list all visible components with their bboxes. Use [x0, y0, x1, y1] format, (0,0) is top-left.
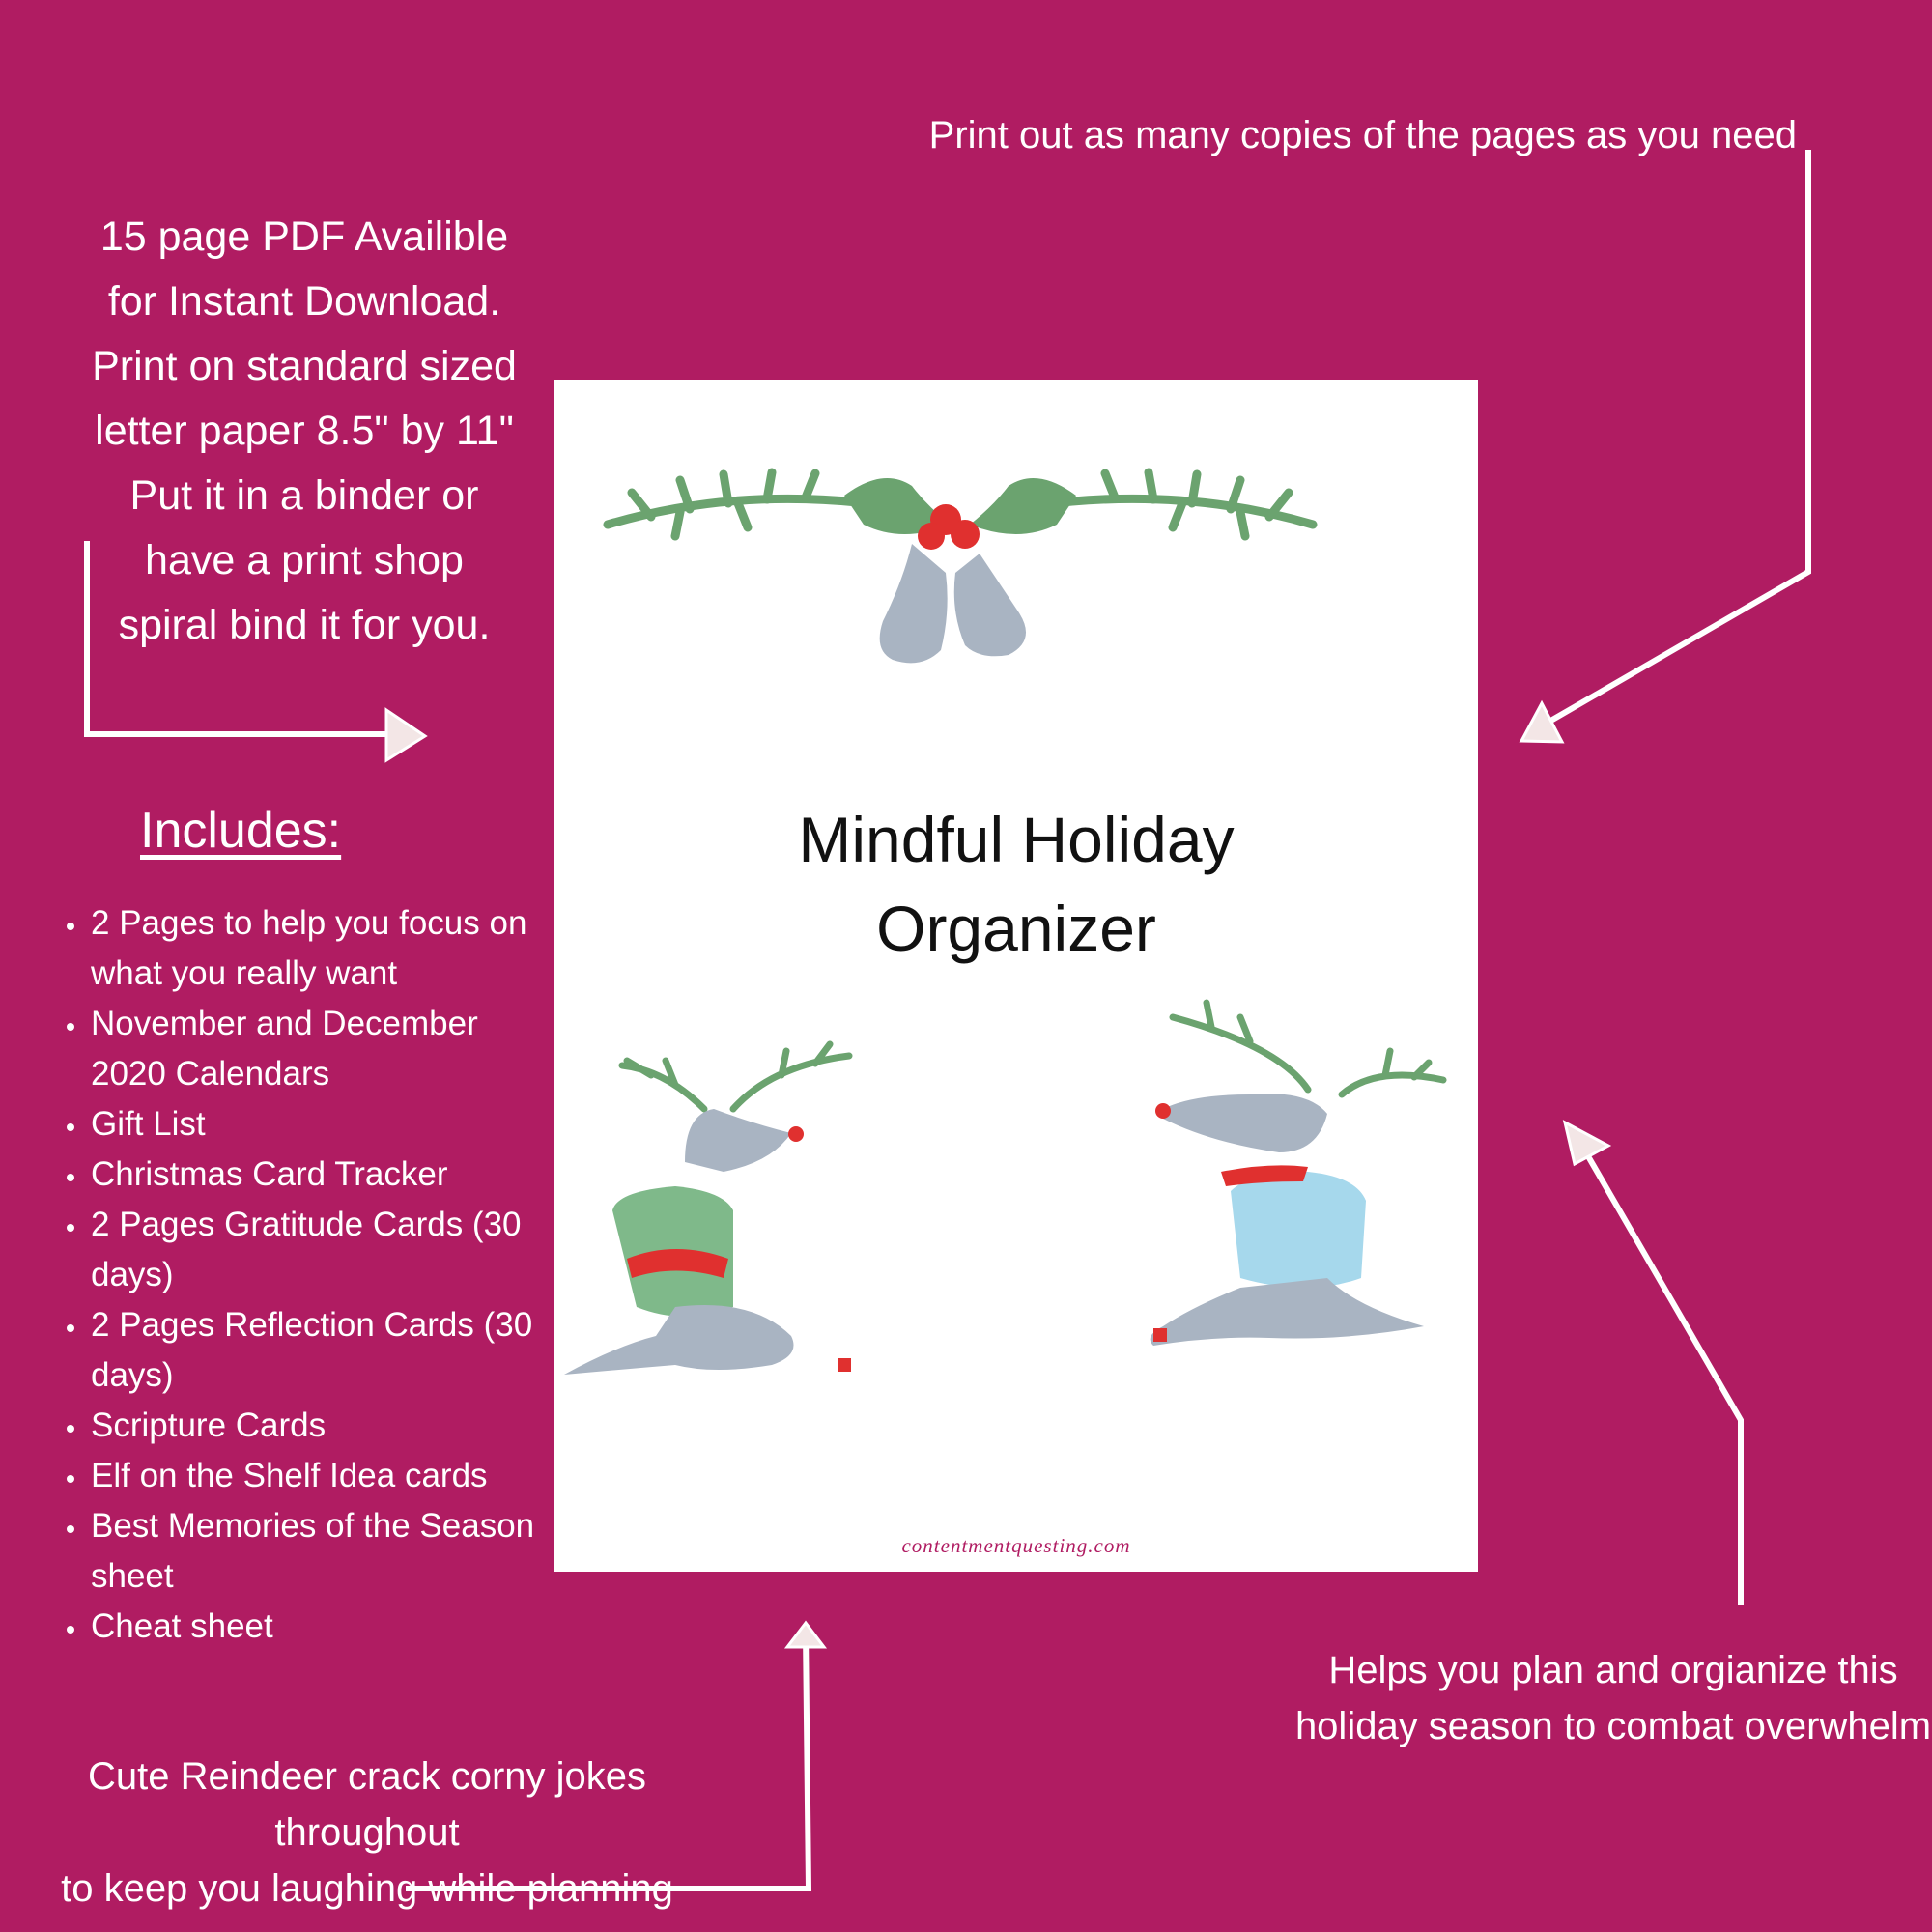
list-item: 2 Pages to help you focus on what you re…: [89, 898, 562, 999]
list-item: Christmas Card Tracker: [89, 1150, 562, 1200]
reindeer-jokes-note: Cute Reindeer crack corny jokes througho…: [61, 1755, 673, 1910]
holly-bells-icon: [603, 468, 1318, 664]
includes-list: 2 Pages to help you focus on what you re…: [60, 898, 562, 1652]
list-item: Elf on the Shelf Idea cards: [89, 1451, 562, 1501]
list-item: Gift List: [89, 1099, 562, 1150]
arrow-down-left-icon: [1519, 699, 1565, 744]
list-item: 2 Pages Reflection Cards (30 days): [89, 1300, 562, 1401]
arrow-up-left-icon: [1562, 1120, 1612, 1167]
cover-website: contentmentquesting.com: [901, 1534, 1131, 1557]
list-item: Scripture Cards: [89, 1401, 562, 1451]
reindeer-blue-sweater-icon: [1150, 999, 1447, 1346]
arrow-right-icon: [384, 707, 428, 763]
pdf-info-note: 15 page PDF Availible for Instant Downlo…: [92, 213, 517, 648]
print-copies-note: Print out as many copies of the pages as…: [928, 114, 1797, 156]
helps-plan-note: Helps you plan and orgianize this holida…: [1294, 1649, 1932, 1747]
includes-heading: Includes:: [140, 803, 342, 859]
organizer-cover: Mindful Holiday Organizer contentmentque…: [554, 380, 1478, 1572]
list-item: Cheat sheet: [89, 1602, 562, 1652]
arrow-up-icon: [783, 1620, 828, 1649]
list-item: 2 Pages Gratitude Cards (30 days): [89, 1200, 562, 1300]
list-item: Best Memories of the Season sheet: [89, 1501, 562, 1602]
list-item: November and December 2020 Calendars: [89, 999, 562, 1099]
reindeer-green-sweater-icon: [564, 1040, 853, 1375]
cover-title: Mindful Holiday Organizer: [798, 804, 1235, 964]
